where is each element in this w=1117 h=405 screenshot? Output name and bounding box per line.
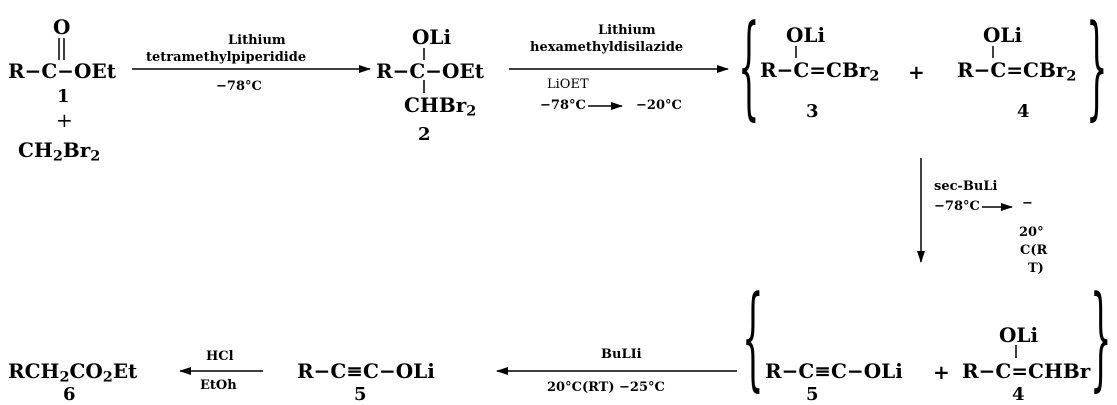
- c1-number: 1: [57, 86, 70, 107]
- c4b-oli: OLi: [999, 323, 1039, 347]
- arrow-3-temp-end-3: C(R: [1020, 243, 1048, 258]
- arrow-4-condition: 20°C(RT) −25°C: [547, 380, 665, 395]
- arrow-3-temp-end-4: T): [1028, 261, 1044, 276]
- c3-number: 3: [806, 101, 819, 122]
- bracket-right-top: }: [1086, 2, 1108, 135]
- c3-oli: OLi: [786, 23, 826, 47]
- arrow-3-reagent: sec-BuLi: [934, 179, 998, 194]
- arrow-3-temp-end-1: −: [1022, 196, 1033, 211]
- arrow-1-reagent-2: tetramethylpiperidide: [146, 50, 307, 65]
- plus-3: +: [933, 360, 950, 384]
- plus-1: +: [56, 108, 73, 132]
- arrow-5-solvent: EtOh: [200, 378, 237, 393]
- c4b-core: R−C=CHBr: [962, 359, 1091, 383]
- c6-structure: RCH2CO2Et: [8, 359, 138, 386]
- arrow-3-temp-end-2: 20°: [1019, 225, 1044, 240]
- c6-number: 6: [63, 384, 76, 405]
- c4a-oli: OLi: [983, 23, 1023, 47]
- arrow-1-reagent: Lithium: [228, 33, 286, 48]
- c3-core: R−C=CBr2: [760, 58, 880, 85]
- arrow-5-reagent: HCl: [206, 349, 234, 364]
- c4a-number: 4: [1017, 101, 1030, 122]
- c2-chbr2: CHBr2: [404, 93, 477, 120]
- arrow-2-reagent: Lithium: [598, 23, 656, 38]
- c4b-number: 4: [1012, 384, 1025, 405]
- c2-core: R−C−OEt: [376, 59, 484, 83]
- bracket-left-bottom: {: [742, 273, 764, 405]
- arrow-4-reagent: BuLIi: [601, 347, 642, 362]
- arrow-2-additive: LiOET: [547, 77, 589, 92]
- dibromomethane: CH2Br2: [18, 138, 101, 165]
- c4a-core: R−C=CBr2: [957, 58, 1077, 85]
- c1-oxygen: O: [53, 15, 71, 39]
- c5a-core: R−C≡C−OLi: [297, 359, 435, 383]
- bracket-left-top: {: [738, 2, 760, 135]
- arrow-2-reagent-2: hexamethyldisilazide: [530, 40, 684, 55]
- c2-number: 2: [418, 124, 431, 145]
- arrow-2-temp-end: −20°C: [636, 98, 682, 113]
- c5b-number: 5: [806, 384, 819, 405]
- arrow-3-temp-start: −78°C: [934, 199, 980, 214]
- plus-2: +: [908, 60, 925, 84]
- arrow-1-condition: −78°C: [216, 79, 262, 94]
- c5a-number: 5: [354, 384, 367, 405]
- c2-oli: OLi: [412, 25, 452, 49]
- c1-structure: R−C−OEt: [8, 59, 116, 83]
- arrow-2-temp-start: −78°C: [540, 98, 586, 113]
- c5b-core: R−C≡C−OLi: [765, 359, 903, 383]
- bracket-right-bottom: }: [1090, 273, 1112, 405]
